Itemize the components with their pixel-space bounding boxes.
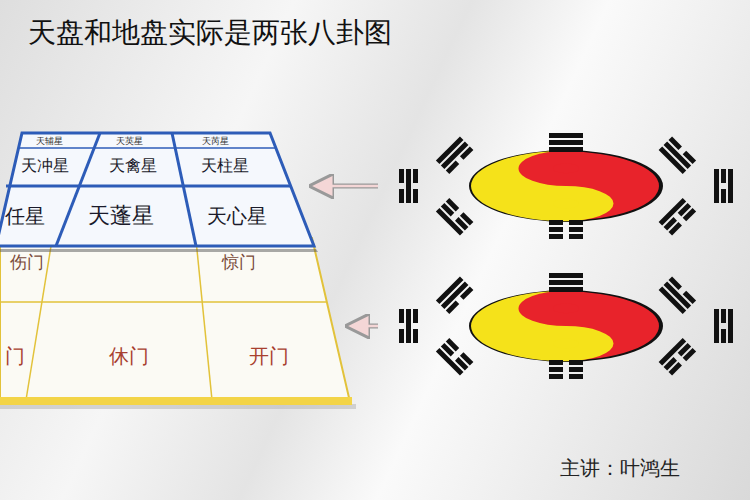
pointer-arrow	[314, 184, 378, 189]
bagua-symbol	[399, 273, 733, 379]
title: 天盘和地盘实际是两张八卦图	[28, 14, 392, 52]
cell-label: 门	[5, 343, 25, 370]
cell-label: 天芮星	[202, 135, 229, 148]
cell-label: 天禽星	[109, 156, 157, 177]
cell-label: 天英星	[116, 135, 143, 148]
cell-label: 天柱星	[201, 156, 249, 177]
grid-cell: 门	[4, 343, 26, 370]
bagua-symbol	[399, 133, 733, 239]
heaven-plate	[0, 133, 318, 252]
grid-cell: 休门	[108, 343, 150, 370]
grid-cell: 天心星	[206, 203, 268, 230]
caption: 主讲：叶鸿生	[560, 455, 680, 482]
grid-cell: 任星	[4, 203, 46, 230]
cell-label: 休门	[109, 343, 149, 370]
pointer-arrow	[350, 324, 378, 329]
grid-cell: 天蓬星	[87, 201, 155, 231]
grid-cell: 伤门	[9, 251, 45, 274]
cell-label: 开门	[249, 343, 289, 370]
pointer-arrow	[352, 325, 378, 328]
cell-label: 伤门	[10, 251, 44, 274]
cell-label: 惊门	[222, 251, 256, 274]
grid-cell: 天芮星	[201, 135, 230, 148]
grid-cell: 天禽星	[108, 156, 158, 177]
cell-label: 天心星	[207, 203, 267, 230]
grid-cell: 天冲星	[20, 156, 70, 177]
grid-cell: 惊门	[221, 251, 257, 274]
grid-cell: 开门	[248, 343, 290, 370]
cell-label: 天冲星	[21, 156, 69, 177]
cell-label: 天辅星	[36, 135, 63, 148]
grid-cell: 天辅星	[35, 135, 64, 148]
pointer-arrow	[316, 185, 378, 188]
grid-cell: 天英星	[115, 135, 144, 148]
cell-label: 天蓬星	[88, 201, 154, 231]
earth-plate	[0, 238, 356, 409]
cell-label: 任星	[5, 203, 45, 230]
grid-cell: 天柱星	[200, 156, 250, 177]
